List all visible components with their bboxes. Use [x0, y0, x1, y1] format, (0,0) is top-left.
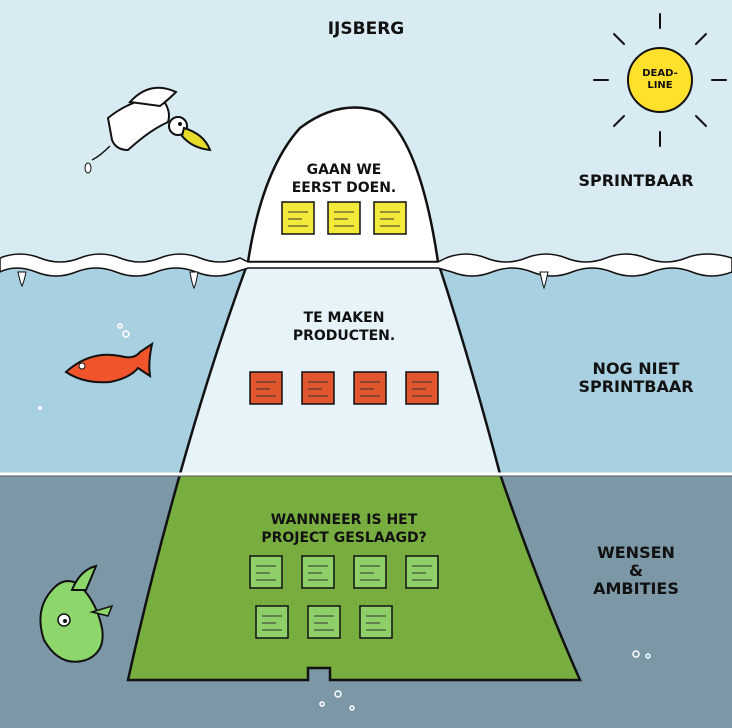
bottom-side-label-line2: & [629, 561, 643, 580]
sun-label-line1: DEAD- [642, 68, 678, 79]
top-sticky-note [327, 201, 361, 235]
bottom-side-label-line1: WENSEN [597, 543, 675, 562]
fish-icon [38, 323, 154, 410]
middle-sticky-note [249, 371, 283, 405]
water-drip [17, 271, 27, 288]
bottom-sticky-note [255, 605, 289, 639]
bubble [645, 653, 651, 659]
bottom-ice-text-line2: PROJECT GESLAAGD? [261, 530, 426, 546]
middle-side-label-line2: SPRINTBAAR [578, 377, 693, 396]
page-title: IJSBERG [328, 19, 405, 39]
top-ice-text-line1: GAAN WE [307, 162, 382, 178]
seagull-icon [84, 86, 212, 174]
bottom-sticky-note [405, 555, 439, 589]
bottom-sticky-note [359, 605, 393, 639]
middle-notes [249, 371, 439, 405]
bottom-sticky-note [353, 555, 387, 589]
sea-monster-icon [39, 564, 114, 663]
sun: DEAD- LINE [593, 13, 727, 147]
top-ice-text-line2: EERST DOEN. [292, 180, 397, 196]
middle-ice-text-line2: PRODUCTEN. [293, 328, 395, 344]
bottom-sticky-note [301, 555, 335, 589]
sun-label-line2: LINE [647, 80, 672, 91]
bubble [334, 690, 342, 698]
water-drip [539, 271, 549, 290]
top-notes [281, 201, 407, 235]
middle-sticky-note [353, 371, 387, 405]
water-drip [189, 271, 199, 290]
bottom-ice-text-line1: WANNNEER IS HET [271, 512, 418, 528]
bottom-sticky-note [307, 605, 341, 639]
top-side-label: SPRINTBAAR [578, 171, 693, 190]
bubble [319, 701, 325, 707]
bubble [349, 705, 355, 711]
middle-sticky-note [301, 371, 335, 405]
top-sticky-note [281, 201, 315, 235]
bottom-side-label-line3: AMBITIES [593, 579, 679, 598]
top-sticky-note [373, 201, 407, 235]
bottom-notes [249, 555, 439, 639]
waterline-wave [0, 253, 732, 277]
bottom-sticky-note [249, 555, 283, 589]
bubble [632, 650, 640, 658]
middle-ice-text-line1: TE MAKEN [304, 310, 385, 326]
middle-sticky-note [405, 371, 439, 405]
middle-side-label-line1: NOG NIET [593, 359, 680, 378]
